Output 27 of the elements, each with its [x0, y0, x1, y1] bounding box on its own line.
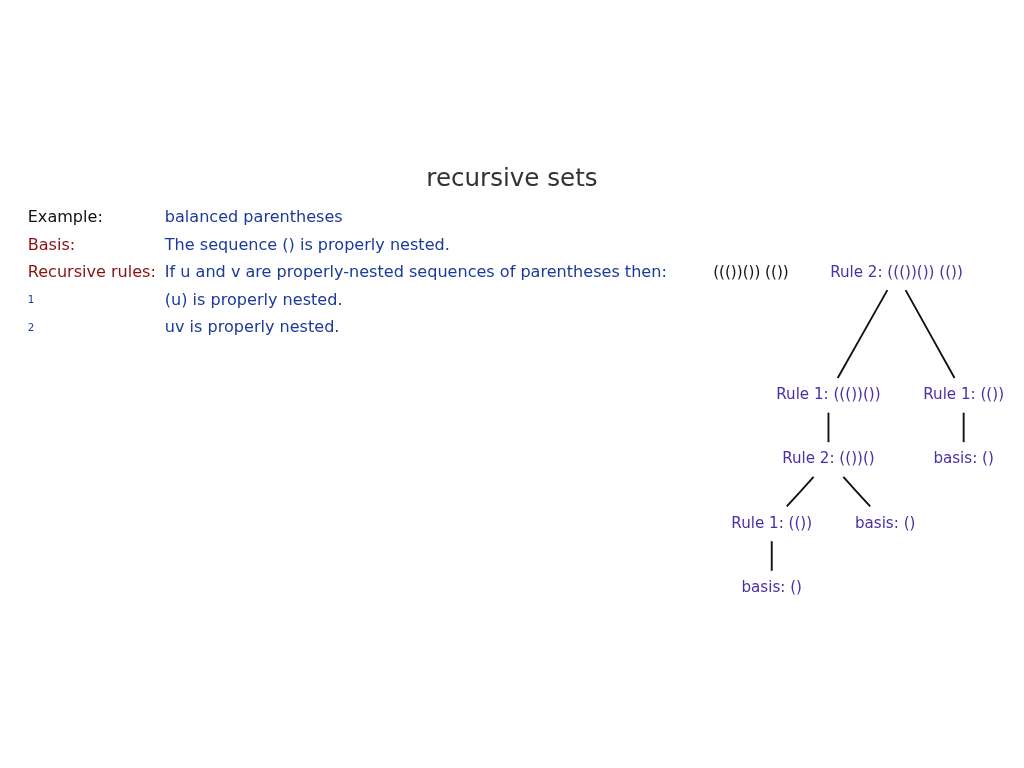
- label: uv is properly nested.: [164, 317, 340, 337]
- node-text: Rule 1: (()): [731, 513, 813, 532]
- node-text: Rule 1: ((())()): [776, 384, 881, 403]
- connector: [770, 540, 773, 572]
- label: (u) is properly nested.: [164, 289, 343, 309]
- connector: [842, 476, 872, 508]
- label: 1: [27, 293, 35, 306]
- label: balanced parentheses: [164, 207, 343, 227]
- connector: [827, 411, 830, 444]
- diagram-title: recursive sets: [426, 163, 598, 193]
- label: Basis:: [27, 234, 76, 254]
- node-text: basis: (): [854, 513, 916, 532]
- label: Recursive rules:: [27, 262, 156, 282]
- connector: [962, 411, 965, 444]
- node-text: basis: (): [933, 449, 994, 468]
- label: If u and v are properly-nested sequences of parentheses then:: [164, 262, 667, 282]
- node-text: Rule 1: (()): [923, 384, 1005, 403]
- node-text: basis: (): [741, 577, 802, 596]
- label: Example:: [27, 207, 103, 227]
- label: ((())()) (()): [713, 262, 789, 281]
- connector: [836, 289, 889, 379]
- label: The sequence () is properly nested.: [164, 234, 450, 254]
- node-text: Rule 2: (())(): [782, 449, 875, 468]
- connector: [904, 289, 956, 379]
- label: 2: [27, 320, 35, 333]
- connector: [785, 476, 815, 508]
- node-text: Rule 2: ((())()) (()): [830, 262, 963, 281]
